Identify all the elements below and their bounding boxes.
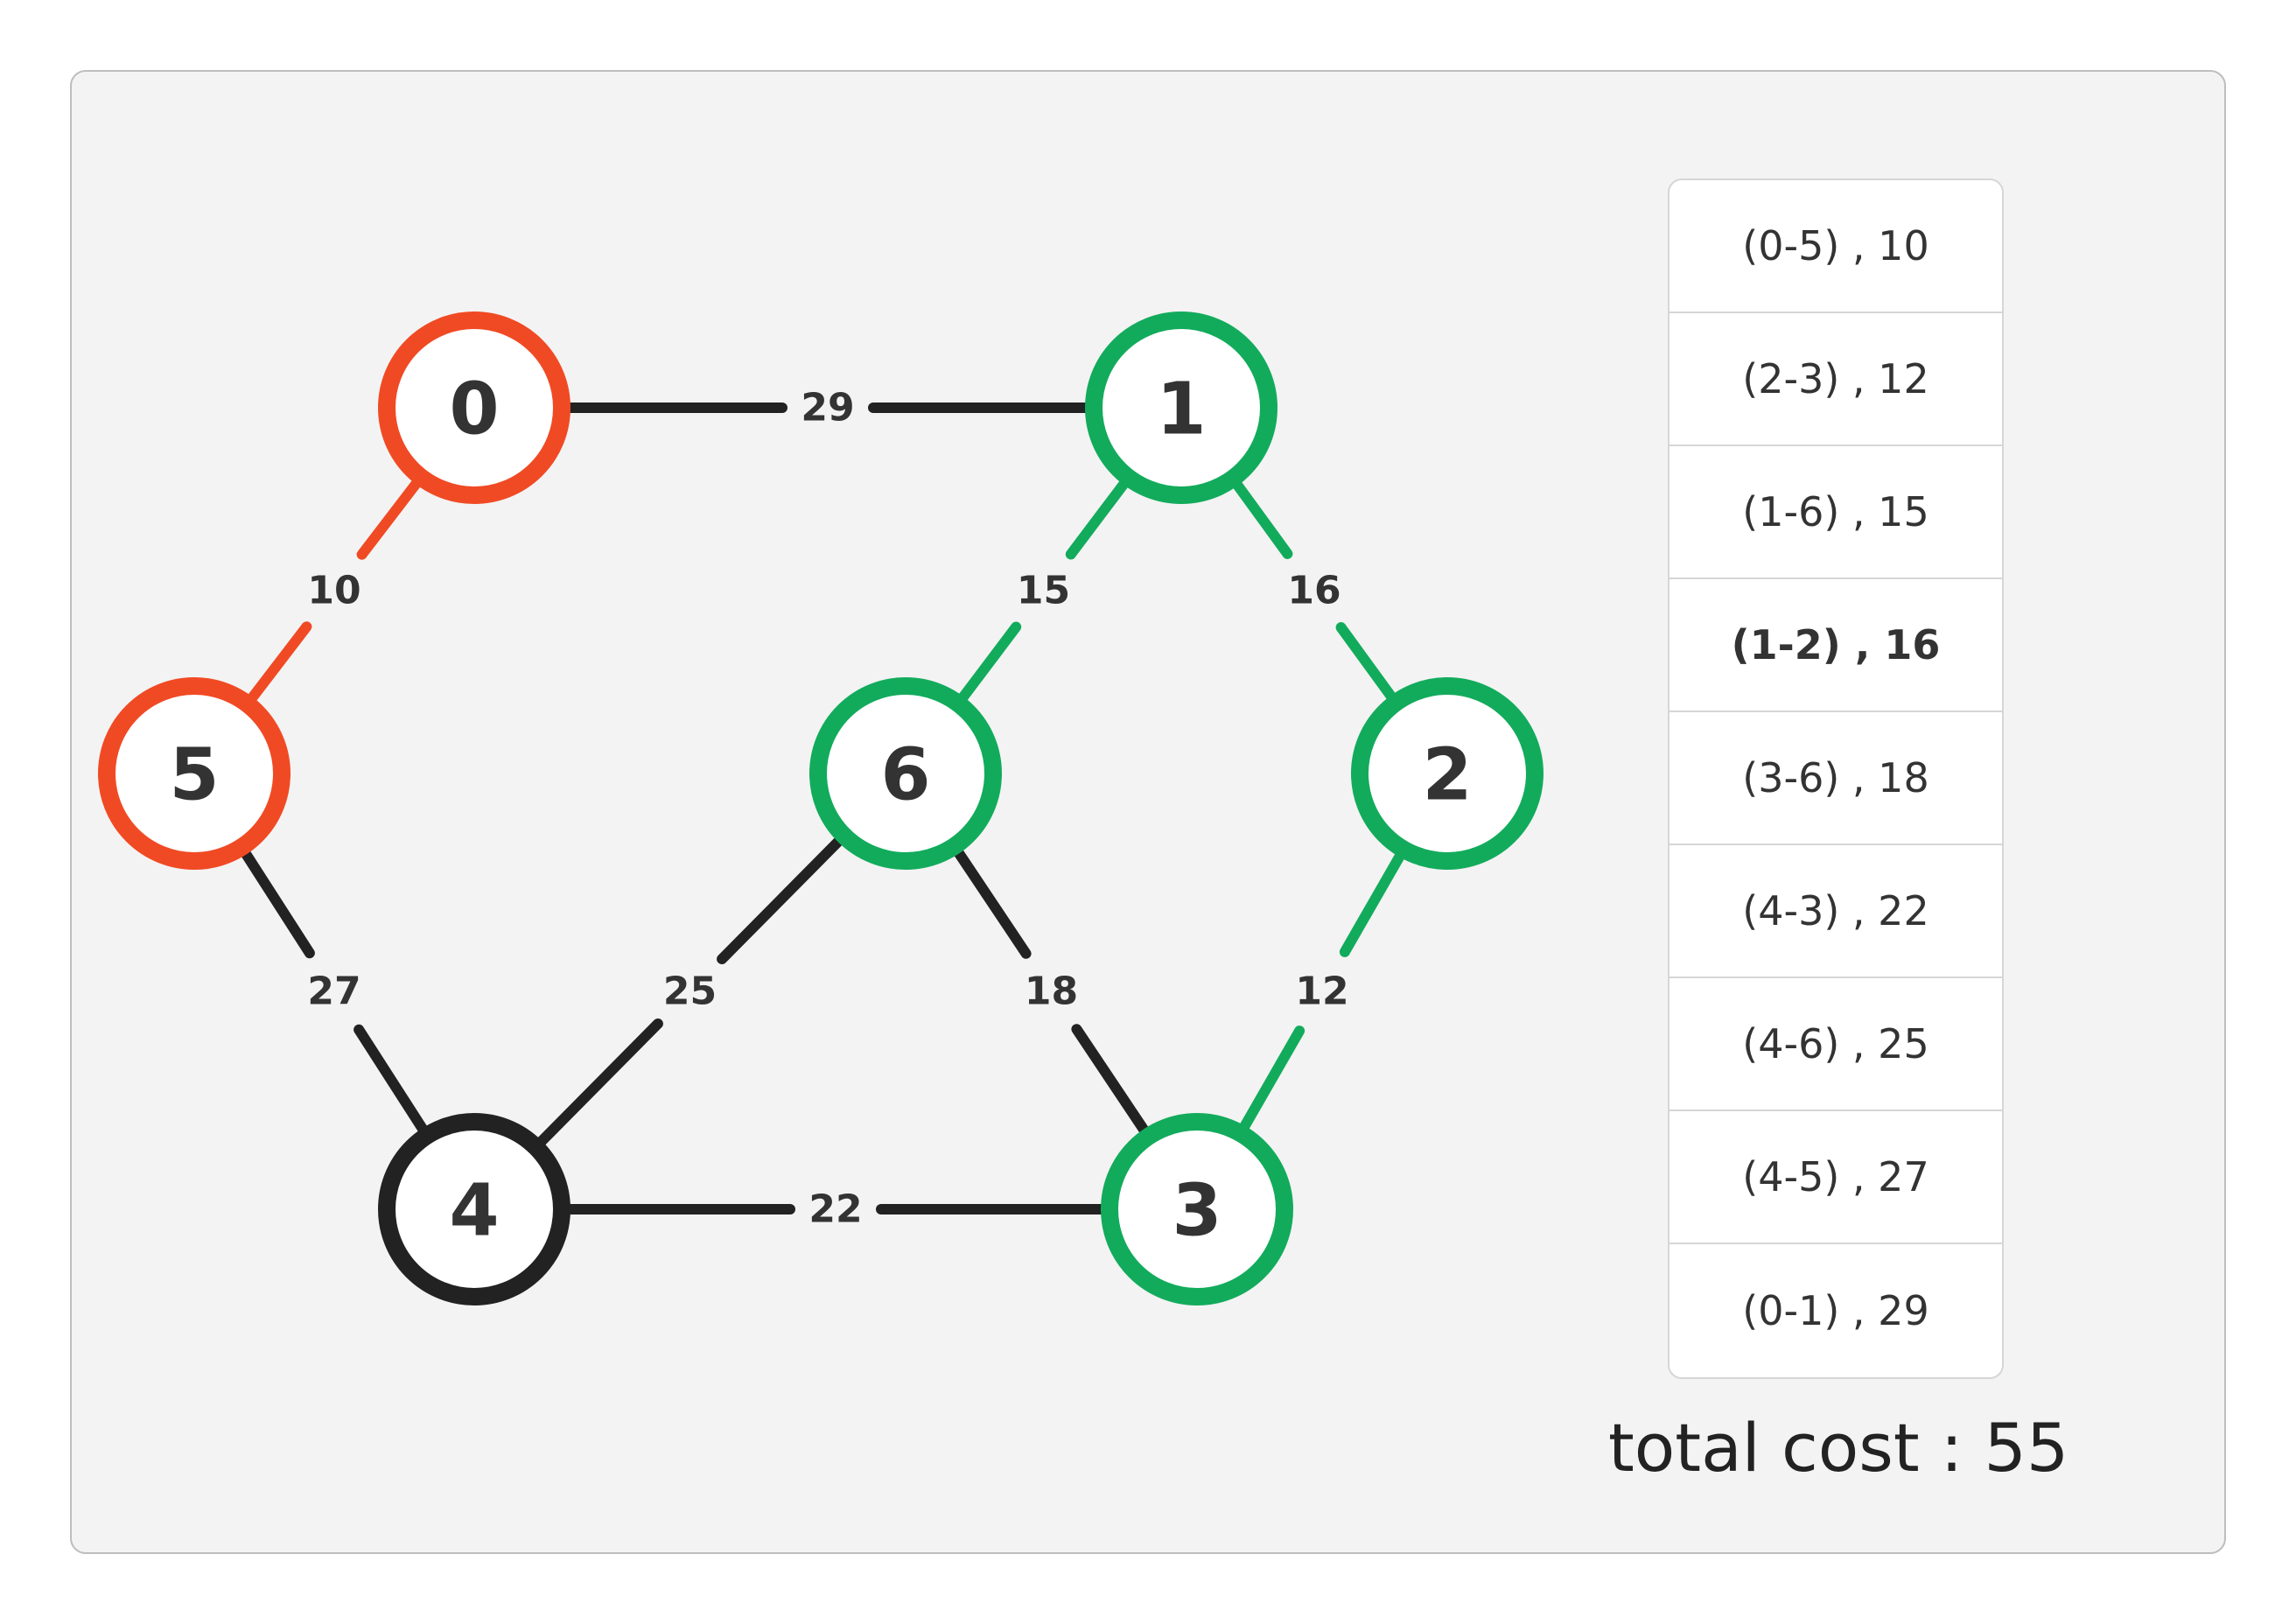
node-0-label: 0 — [449, 368, 499, 452]
node-6-circle — [809, 677, 1002, 870]
edge-0-5-segment-b — [242, 621, 312, 710]
edge-2-3-weight: 12 — [1295, 970, 1348, 1014]
edge-2-3: 12 — [1235, 844, 1410, 1139]
edge-list-item-4: (3-6) , 18 — [1670, 712, 2002, 845]
node-5: 5 — [98, 677, 290, 870]
edge-6-4-segment-a — [717, 830, 850, 965]
edge-5-4-weight: 27 — [307, 970, 360, 1014]
edge-1-6-segment-b — [953, 621, 1022, 710]
node-0-circle — [378, 312, 570, 504]
node-6: 6 — [809, 677, 1002, 870]
edge-1-2: 16 — [1227, 472, 1402, 709]
edge-6-4-segment-b — [530, 1018, 663, 1152]
node-5-circle — [98, 677, 290, 870]
node-1-circle — [1085, 312, 1278, 504]
node-4-circle — [378, 1113, 570, 1306]
node-2-circle — [1351, 677, 1544, 870]
node-2: 2 — [1351, 677, 1544, 870]
edge-6-3-weight: 18 — [1025, 970, 1078, 1014]
node-4: 4 — [378, 1113, 570, 1306]
edge-list-item-1: (2-3) , 12 — [1670, 313, 2002, 446]
edge-1-6: 15 — [953, 472, 1134, 710]
edge-6-4-weight: 25 — [663, 970, 717, 1014]
node-3: 3 — [1101, 1113, 1293, 1306]
node-3-label: 3 — [1172, 1170, 1222, 1253]
edge-4-3: 22 — [556, 1187, 1115, 1232]
node-6-label: 6 — [880, 734, 930, 817]
edge-1-6-weight: 15 — [1017, 569, 1070, 613]
edge-list-item-0: (0-5) , 10 — [1670, 180, 2002, 313]
edge-list-item-6: (4-6) , 25 — [1670, 978, 2002, 1111]
edge-2-3-segment-a — [1339, 844, 1410, 957]
edge-list-item-7: (4-5) , 27 — [1670, 1111, 2002, 1244]
edge-1-2-weight: 16 — [1287, 569, 1340, 613]
edge-0-5-segment-a — [356, 472, 427, 560]
edge-list-item-3: (1-2) , 16 — [1670, 579, 2002, 712]
edge-6-3-segment-b — [1071, 1024, 1154, 1142]
edge-list-item-8: (0-1) , 29 — [1742, 1287, 1929, 1334]
edge-list-item-2: (1-6) , 15 — [1670, 446, 2002, 579]
edge-6-3: 18 — [948, 841, 1154, 1142]
edge-2-3-segment-b — [1235, 1026, 1306, 1139]
node-0: 0 — [378, 312, 570, 504]
edge-6-4: 25 — [530, 830, 850, 1152]
edge-1-6-segment-a — [1065, 472, 1134, 560]
edge-4-3-weight: 22 — [808, 1187, 862, 1232]
node-5-label: 5 — [169, 734, 219, 817]
edge-0-5-weight: 10 — [307, 569, 360, 613]
edge-0-1: 29 — [556, 386, 1099, 430]
node-1-label: 1 — [1156, 368, 1206, 452]
edge-6-3-segment-a — [948, 841, 1032, 959]
edge-5-4-segment-b — [354, 1024, 432, 1141]
edge-list-item-5: (4-3) , 22 — [1670, 845, 2002, 978]
node-2-label: 2 — [1422, 734, 1472, 817]
total-cost: total cost : 55 — [1608, 1409, 2069, 1487]
edge-1-2-segment-a — [1227, 472, 1293, 559]
node-4-label: 4 — [449, 1170, 499, 1253]
edge-1-2-segment-b — [1335, 622, 1402, 709]
edge-5-4-segment-a — [236, 842, 315, 959]
sorted-edge-list: (0-5) , 10 (2-3) , 12 (1-6) , 15 (1-2) ,… — [1668, 178, 2004, 1379]
edge-5-4: 27 — [236, 842, 432, 1141]
node-3-circle — [1101, 1113, 1293, 1306]
node-1: 1 — [1085, 312, 1278, 504]
edges-layer: 29 10 15 16 27 25 18 12 22 — [236, 386, 1410, 1232]
edge-0-5: 10 — [242, 472, 427, 710]
edge-0-1-weight: 29 — [801, 386, 854, 430]
